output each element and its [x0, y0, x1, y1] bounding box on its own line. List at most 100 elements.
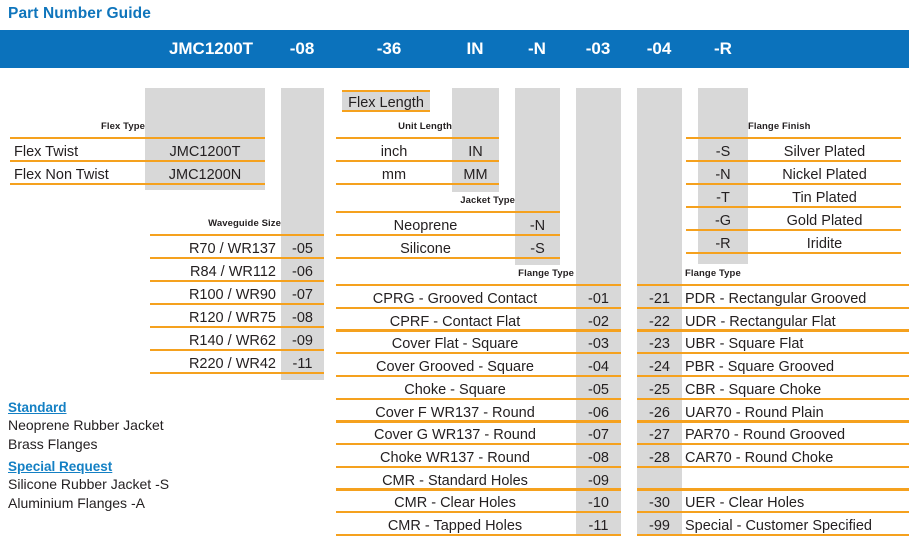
waveguide-code-5: -11 [292, 356, 313, 372]
flange-type-left-code-10: -11 [588, 518, 609, 534]
flange-type-right-name-6: PAR70 - Round Grooved [685, 427, 846, 444]
flex-length-box: Flex Length [342, 90, 430, 112]
flange-type-right-code-6: -27 [649, 427, 670, 444]
rowline [336, 329, 621, 332]
flange-type-left-code-0: -01 [588, 291, 609, 307]
unit-length-caption: Unit Length [398, 121, 452, 132]
rowline [150, 326, 324, 329]
notes-block: Standard Neoprene Rubber Jacket Brass Fl… [8, 400, 338, 514]
rowline [336, 211, 560, 214]
rowline [336, 137, 499, 140]
special-line-1: Aluminium Flanges -A [8, 495, 145, 511]
waveguide-code-1: -06 [292, 264, 313, 280]
special-line-0: Silicone Rubber Jacket -S [8, 476, 170, 492]
flange-type-left-name-10: CMR - Tapped Holes [387, 518, 523, 534]
waveguide-name-5: R220 / WR42 [188, 356, 276, 372]
flange-type-left-name-1: CPRF - Contact Flat [389, 313, 521, 330]
flex-length-label: Flex Length [348, 95, 424, 111]
flange-type-right-name-0: PDR - Rectangular Grooved [685, 291, 867, 307]
rowline [336, 465, 621, 468]
rowline [637, 397, 909, 400]
flange-type-left-code-6: -07 [588, 427, 609, 444]
flange-type-left-name-2: Cover Flat - Square [391, 336, 519, 353]
flange-finish-code-3: -G [714, 213, 732, 229]
rowline [150, 303, 324, 306]
flange-type-left-code-8: -09 [588, 472, 609, 489]
rowline [686, 160, 901, 163]
flange-type-right-code-1: -22 [649, 313, 670, 330]
part-number-segment-3: IN [466, 39, 484, 58]
flange-type-left-name-7: Choke WR137 - Round [380, 449, 530, 466]
rowline [637, 488, 909, 491]
flange-finish-name-1: Nickel Plated [782, 167, 867, 183]
flange-type-right-code-7: -28 [649, 449, 670, 466]
part-number-segment-7: -R [714, 39, 732, 58]
rowline [336, 257, 560, 260]
rowline [686, 252, 901, 255]
part-number-segment-1: -08 [289, 39, 315, 58]
rowline [10, 183, 265, 186]
part-number-segment-2: -36 [376, 39, 402, 58]
part-number-segment-4: -N [528, 39, 546, 58]
grey-band-flange-finish [698, 88, 748, 264]
page-title: Part Number Guide [8, 5, 151, 22]
unit-length-code-0: IN [468, 144, 483, 160]
flange-type-left-name-3: Cover Grooved - Square [376, 359, 534, 376]
grey-band-flange-type-r [637, 88, 682, 535]
part-number-segment-5: -03 [585, 39, 611, 58]
flange-type-right-block: Flange Type PDR - Rectangular Grooved-21… [637, 265, 909, 537]
rowline [686, 183, 901, 186]
rowline [336, 160, 499, 163]
flange-finish-name-4: Iridite [806, 236, 843, 252]
rowline [150, 349, 324, 352]
flange-type-right-code-10: -99 [649, 518, 670, 534]
flange-type-left-code-1: -02 [588, 313, 609, 330]
flange-type-right-caption: Flange Type [685, 268, 741, 279]
flange-type-left-name-5: Cover F WR137 - Round [375, 404, 535, 421]
flange-type-right-name-2: UBR - Square Flat [685, 336, 804, 353]
flange-type-right-name-10: Special - Customer Specified [685, 518, 872, 534]
jacket-type-name-1: Silicone [400, 241, 451, 257]
flange-type-left-name-9: CMR - Clear Holes [394, 495, 516, 512]
jacket-type-code-0: -N [529, 218, 546, 234]
rowline [336, 284, 621, 287]
rowline [336, 352, 621, 355]
flange-finish-code-1: -N [715, 167, 731, 183]
flange-type-right-name-5: UAR70 - Round Plain [685, 404, 824, 421]
grey-band-unit-length [452, 88, 499, 192]
flange-type-right-code-3: -24 [649, 359, 670, 376]
rowline [336, 397, 621, 400]
waveguide-name-4: R140 / WR62 [188, 333, 276, 349]
flex-type-code-1: JMC1200N [168, 167, 242, 183]
flange-finish-block: Flange Finish -S Silver Plated -N Nickel… [686, 118, 909, 266]
flange-finish-code-4: -R [715, 236, 731, 252]
rowline [336, 442, 621, 446]
part-number-segment-0: JMC1200T [168, 39, 254, 58]
rowline [686, 206, 901, 209]
flange-type-left-code-4: -05 [588, 381, 609, 398]
waveguide-code-4: -09 [292, 333, 313, 349]
flange-finish-name-0: Silver Plated [783, 144, 866, 160]
unit-length-code-1: MM [463, 167, 488, 183]
flange-finish-code-2: -T [716, 190, 730, 206]
flange-type-right-name-4: CBR - Square Choke [685, 381, 822, 398]
flange-type-left-name-0: CPRG - Grooved Contact [372, 291, 538, 307]
rowline [150, 280, 324, 283]
rowline [336, 183, 499, 186]
flange-finish-code-0: -S [715, 144, 731, 160]
flex-type-name-0: Flex Twist [14, 144, 79, 160]
jacket-type-code-1: -S [530, 241, 545, 257]
flange-type-left-caption: Flange Type [518, 268, 574, 279]
flange-finish-name-2: Tin Plated [792, 190, 857, 206]
grey-band-flange-type-l [576, 88, 621, 535]
special-request-heading: Special Request [8, 459, 113, 474]
flange-type-right-code-5: -26 [649, 404, 670, 421]
rowline [637, 442, 909, 446]
rowline [637, 374, 909, 378]
flange-type-left-code-3: -04 [588, 359, 609, 376]
flange-type-right-code-2: -23 [649, 336, 670, 353]
rowline [10, 160, 265, 163]
waveguide-name-1: R84 / WR112 [190, 264, 276, 280]
